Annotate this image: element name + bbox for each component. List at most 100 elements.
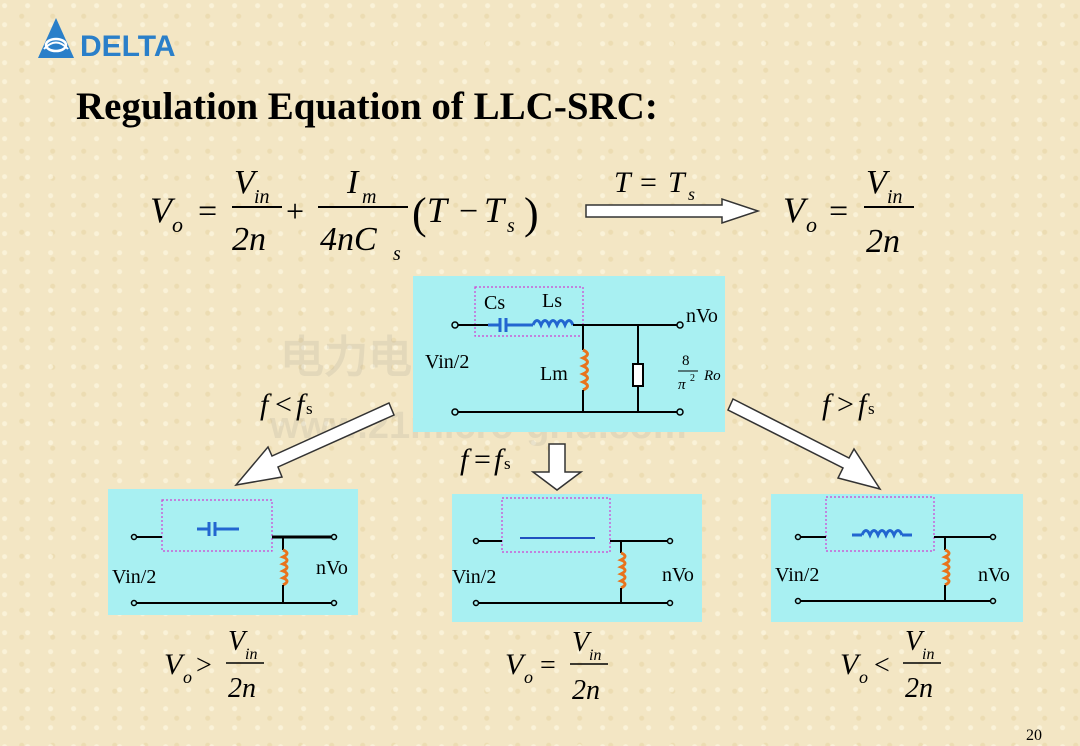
cond-ts-sub: s <box>688 184 695 204</box>
freq-op: = <box>474 443 491 476</box>
capacitor-icon <box>488 318 533 332</box>
eq-op: < <box>874 650 890 681</box>
label-nvo: nVo <box>686 305 718 327</box>
freq-sub: s <box>504 454 511 473</box>
bottom-eq-right: V o < V in 2n <box>840 626 941 704</box>
arrow-to-right-branch <box>727 397 882 491</box>
eq-lhs-sub: o <box>183 667 192 687</box>
right-branch-circuit: Vin/2 nVo <box>771 494 1023 622</box>
page-number: 20 <box>1026 727 1042 744</box>
eq-num-sub: in <box>245 646 257 663</box>
eq-lhs-sub: o <box>172 212 183 237</box>
logo-text: DELTA <box>80 30 176 63</box>
freq-f: f <box>460 443 472 476</box>
label-cs: Cs <box>484 292 505 314</box>
eq-minus: − <box>459 193 478 230</box>
arrow-to-left-branch <box>234 401 395 487</box>
freq-label-right: f > f s <box>822 388 875 421</box>
freq-op: < <box>275 388 292 421</box>
bottom-eq-left: V o > V in 2n <box>164 626 264 704</box>
cond-eq: = <box>640 166 657 199</box>
cond-ts: T <box>668 166 687 199</box>
terminal <box>794 597 802 605</box>
bottom-eq-middle: V o = V in 2n <box>505 627 608 706</box>
dotted-box <box>161 499 273 552</box>
res-num-sub: in <box>887 186 903 208</box>
label-vin2: Vin/2 <box>112 566 156 588</box>
eq-lhs: V <box>840 648 862 681</box>
magnetizing-inductor-icon <box>579 348 589 392</box>
delta-logo: DELTA <box>38 18 176 63</box>
eq-ts-sub: s <box>507 215 515 237</box>
eq-op: > <box>196 650 212 681</box>
terminal <box>666 537 674 545</box>
eq-equals: = <box>198 193 217 230</box>
eq-lhs: V <box>164 648 186 681</box>
magnetizing-inductor-icon <box>941 548 951 587</box>
arrow-to-middle-branch <box>530 443 584 491</box>
resonant-tank-box <box>474 286 584 337</box>
condition: T = T s <box>614 166 695 204</box>
eq-num: V <box>228 626 248 657</box>
terminal <box>989 533 997 541</box>
res-lhs-sub: o <box>806 212 817 237</box>
eq-lhs-sub: o <box>524 667 533 687</box>
label-ro-exp: 2 <box>690 373 695 384</box>
label-vin2: Vin/2 <box>775 564 819 586</box>
left-branch-circuit: Vin/2 nVo <box>108 489 358 615</box>
magnetizing-inductor-icon <box>617 551 627 590</box>
eq-op: = <box>540 650 556 681</box>
res-lhs: V <box>783 190 809 230</box>
paren-close: ) <box>524 189 539 238</box>
eq-ts: T <box>484 190 507 230</box>
res-eq: = <box>829 193 848 230</box>
f1-den: 2n <box>232 221 266 258</box>
terminal <box>330 533 338 541</box>
resistor-icon <box>632 363 644 387</box>
terminal <box>666 599 674 607</box>
terminal <box>989 597 997 605</box>
eq-lhs: V <box>505 648 527 681</box>
eq-den: 2n <box>572 675 600 706</box>
res-den: 2n <box>866 223 900 260</box>
delta-triangle-icon <box>38 18 74 58</box>
f2-den-sub: s <box>393 243 401 265</box>
label-ro: Ro <box>703 368 721 384</box>
freq-sub: s <box>868 399 875 418</box>
terminal <box>472 537 480 545</box>
magnetizing-inductor-icon <box>279 548 289 587</box>
terminal <box>794 533 802 541</box>
implies-arrow <box>585 197 761 225</box>
eq-num-sub: in <box>922 646 934 663</box>
label-ro-den: π <box>678 377 686 393</box>
eq-lhs: V <box>150 190 176 230</box>
main-equation: V o = V in 2n + I m 4nC s ( T − T s ) <box>150 164 539 265</box>
eq-num-sub: in <box>589 647 601 664</box>
eq-den: 2n <box>905 673 933 704</box>
dotted-box <box>501 497 611 553</box>
label-lm: Lm <box>540 363 568 385</box>
eq-lhs-sub: o <box>859 667 868 687</box>
capacitor-icon <box>197 522 239 536</box>
terminal <box>472 599 480 607</box>
f2-num-sub: m <box>362 186 376 208</box>
label-nvo: nVo <box>316 557 348 579</box>
middle-branch-circuit: Vin/2 nVo <box>452 494 702 622</box>
top-circuit: Cs Ls nVo Vin/2 Lm 8 π 2 Ro <box>413 276 725 432</box>
freq-f: f <box>822 388 834 421</box>
label-vin2: Vin/2 <box>452 566 496 588</box>
label-nvo: nVo <box>662 564 694 586</box>
branch-panel <box>108 489 358 615</box>
top-circuit-panel <box>413 276 725 432</box>
label-nvo: nVo <box>978 564 1010 586</box>
freq-sub: s <box>306 399 313 418</box>
freq-op: > <box>837 388 854 421</box>
eq-num: V <box>905 626 925 657</box>
f2-den: 4nC <box>320 221 377 258</box>
cond-t: T <box>614 166 633 199</box>
freq-label-middle: f = f s <box>460 443 511 476</box>
label-vin2: Vin/2 <box>425 351 469 373</box>
terminal <box>330 599 338 607</box>
dotted-box <box>825 496 935 552</box>
